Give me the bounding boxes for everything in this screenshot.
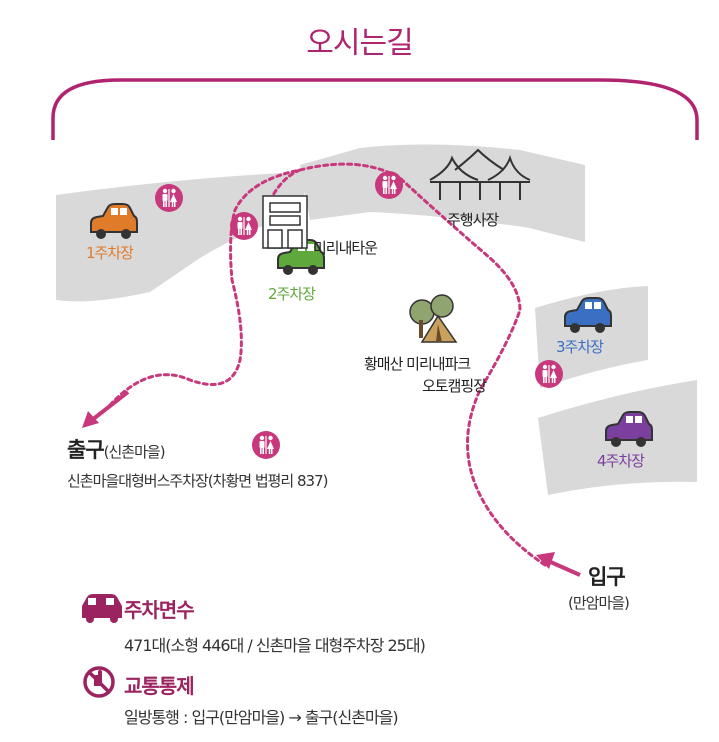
- parking-label-1: 1주차장: [86, 244, 134, 262]
- road-top: [300, 144, 585, 242]
- parking-label-3: 3주차장: [556, 338, 604, 356]
- entrance-arrow-icon: [536, 552, 581, 577]
- stage-label: 주행사장: [447, 211, 499, 229]
- parking-count-text: 471대(소형 446대 / 신촌마을 대형주차장 25대): [124, 636, 426, 655]
- camping-label-2: 오토캠핑장: [422, 377, 487, 395]
- camping-label-1: 황매산 미리내파크: [364, 355, 471, 373]
- restroom-icon: [535, 360, 563, 388]
- parking-count-heading: 주차면수: [124, 598, 195, 622]
- car-icon-1: [90, 203, 138, 239]
- car-icon-4: [605, 411, 653, 447]
- exit-arrow-icon: [82, 390, 130, 428]
- restroom-icon: [252, 431, 280, 459]
- exit-main: 출구: [67, 438, 105, 462]
- traffic-text: 일방통행 : 입구(만암마을) → 출구(신촌마을): [124, 708, 399, 727]
- header-arc: [51, 78, 699, 140]
- entrance-main: 입구: [588, 565, 626, 589]
- road-mid-right: [535, 286, 648, 388]
- restroom-icon: [375, 171, 403, 199]
- traffic-heading: 교통통제: [124, 674, 195, 698]
- restroom-icon: [230, 212, 258, 240]
- town-label: 미리내타운: [313, 239, 378, 257]
- exit-label: 출구(신촌마을): [67, 434, 166, 464]
- entrance-sub: (만암마을): [568, 594, 630, 612]
- car-icon-3: [564, 297, 612, 333]
- building-icon: [262, 195, 308, 249]
- exit-sub: (신촌마을): [103, 443, 166, 461]
- tent-icon: [409, 294, 458, 343]
- parking-label-4: 4주차장: [597, 452, 645, 470]
- no-entry-icon: [83, 666, 115, 698]
- pavilion-icon: [429, 148, 531, 200]
- page-title: 오시는길: [306, 26, 413, 61]
- car-info-icon: [82, 594, 122, 623]
- exit-address: 신촌마을대형버스주차장(차황면 법평리 837): [67, 472, 328, 490]
- restroom-icon: [155, 184, 183, 212]
- parking-label-2: 2주차장: [268, 285, 316, 303]
